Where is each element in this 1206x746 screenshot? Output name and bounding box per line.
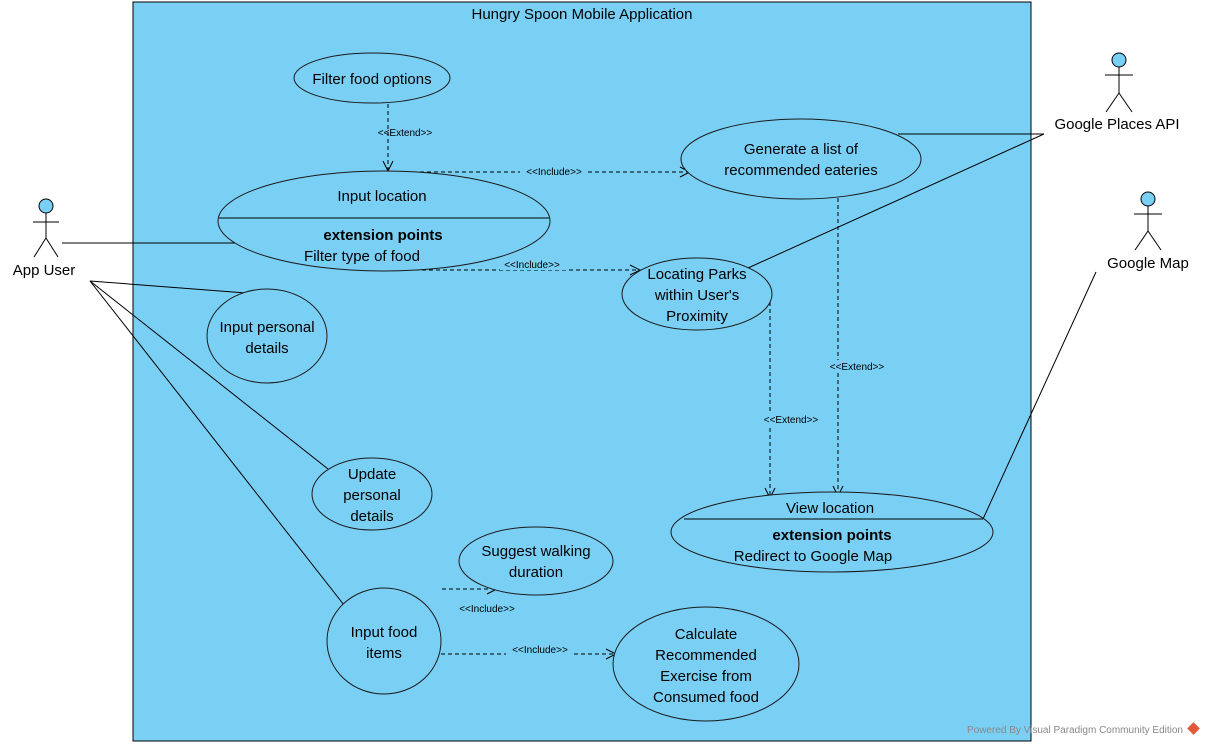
use-case-label: Filter food options [312,71,431,88]
visual-paradigm-logo-icon [1187,722,1200,735]
use-case-input-personal-details[interactable]: Input personal details [206,288,328,384]
label-include-generate: <<Include>> [526,167,582,178]
use-case-locating-parks[interactable]: Locating Parks within User's Proximity [621,257,773,331]
use-case-input-location[interactable]: Input location extension points Filter t… [217,170,551,272]
use-case-label: Locating Parks [647,266,746,283]
use-case-label: details [350,508,393,525]
associations [62,133,1097,606]
actor-head-icon [1140,191,1156,207]
actor-head-icon [1111,52,1127,68]
use-case-label: Input personal [219,319,314,336]
use-case-label: items [366,645,402,662]
label-include-calculate: <<Include>> [512,645,568,656]
use-case-label: Proximity [666,308,728,325]
use-case-view-location[interactable]: View location extension points Redirect … [670,491,994,573]
use-case-label: Input location [337,188,426,205]
use-case-label: Recommended [655,647,757,664]
use-case-label: personal [343,487,401,504]
use-case-label: duration [509,564,563,581]
dependency-labels: <<Extend>> <<Include>> <<Include>> <<Ext… [378,128,888,658]
footer-watermark: Powered By Visual Paradigm Community Edi… [967,725,1183,736]
label-include-parks: <<Include>> [504,260,560,271]
label-extend-parks-view: <<Extend>> [764,415,819,426]
use-case-label: Consumed food [653,689,759,706]
actor-head-icon [38,198,54,214]
use-case-suggest-walking[interactable]: Suggest walking duration [458,526,614,596]
use-case-label: View location [786,500,874,517]
use-case-label: Calculate [675,626,738,643]
actor-google-map[interactable]: Google Map [1107,191,1189,272]
actor-app-user[interactable]: App User [13,198,76,279]
use-case-update-personal-details[interactable]: Update personal details [311,457,433,531]
actor-label: Google Places API [1054,116,1179,133]
extension-point: Filter type of food [304,248,420,265]
use-case-generate-list[interactable]: Generate a list of recommended eateries [680,118,922,200]
use-case-calculate-exercise[interactable]: Calculate Recommended Exercise from Cons… [612,606,800,722]
system-title: Hungry Spoon Mobile Application [472,6,693,23]
extension-points-title: extension points [772,527,891,544]
actor-google-places-api[interactable]: Google Places API [1054,52,1180,133]
label-extend-generate-view: <<Extend>> [830,362,885,373]
use-case-label: details [245,340,288,357]
use-case-filter-food[interactable]: Filter food options [293,52,451,104]
use-case-label: Suggest walking [481,543,590,560]
use-case-label: Generate a list of [744,141,859,158]
label-extend-filter: <<Extend>> [378,128,433,139]
use-case-label: within User's [654,287,740,304]
extension-point: Redirect to Google Map [734,548,892,565]
label-include-walking: <<Include>> [459,604,515,615]
use-case-label: recommended eateries [724,162,877,179]
use-case-label: Input food [351,624,418,641]
extension-points-title: extension points [323,227,442,244]
use-case-input-food-items[interactable]: Input food items [326,587,442,695]
actor-label: App User [13,262,76,279]
actor-label: Google Map [1107,255,1189,272]
use-case-label: Update [348,466,396,483]
use-case-label: Exercise from [660,668,752,685]
